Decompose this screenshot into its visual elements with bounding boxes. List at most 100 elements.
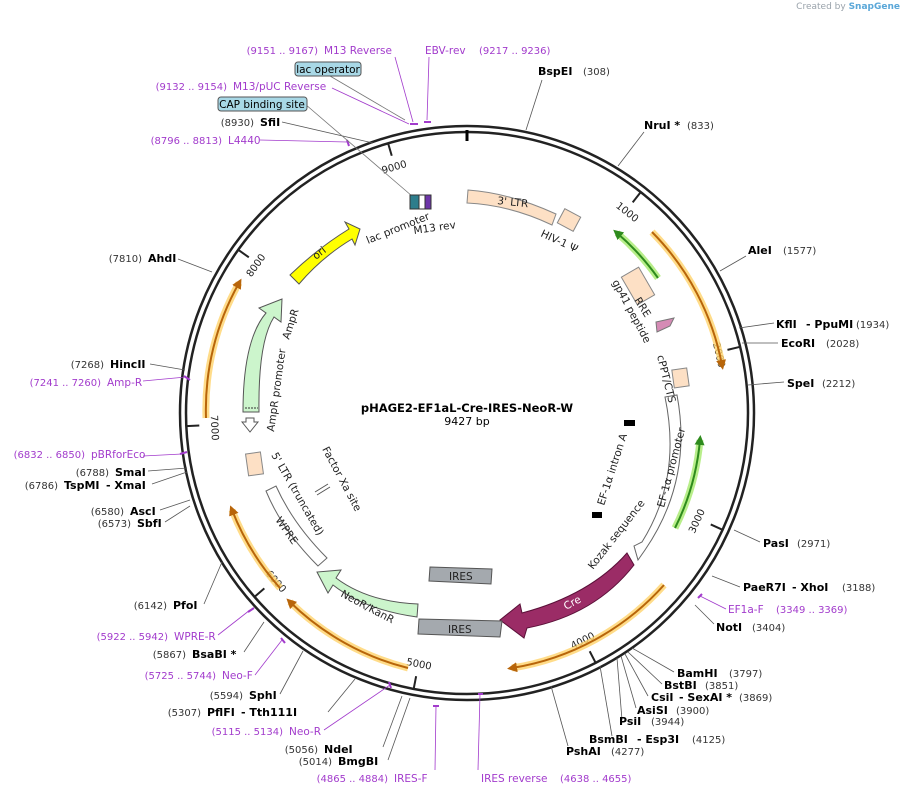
ltr5-shape <box>244 451 265 477</box>
leader-tspmi <box>151 471 188 485</box>
leader-smai <box>147 467 188 472</box>
cppt-shape <box>671 367 690 389</box>
ef1a-promoter-shape <box>633 394 682 562</box>
site-sphi-pos: (5594) <box>210 691 243 702</box>
green-arc-2 <box>674 435 705 529</box>
site-tth111i-name: - Tth111I <box>241 706 297 719</box>
primer-m13-reverse-pos: (9151 .. 9167) <box>247 46 319 57</box>
leader-pflfi <box>327 678 356 713</box>
inner-features <box>240 189 690 639</box>
site-bsabi-name: BsaBI * <box>192 648 237 661</box>
site-bsmbi: BsmBI- Esp3I(4125) <box>589 733 725 746</box>
orf-arc-5 <box>204 278 242 419</box>
tick-mark-6000 <box>253 587 265 598</box>
primer-neo-r: (5115 .. 5134)Neo-R <box>212 726 321 738</box>
snapgene-brand: Created by SnapGene <box>796 2 900 12</box>
site-spei-pos: (2212) <box>822 379 855 390</box>
plasmid-title: pHAGE2-EF1aL-Cre-IRES-NeoR-W <box>361 401 574 415</box>
label-hiv-psi: HIV-1 Ψ <box>539 228 580 256</box>
green-arc-1 <box>613 229 659 279</box>
orf-arc-1 <box>651 231 726 370</box>
green-arcs <box>613 229 705 530</box>
leader-sfii <box>281 121 374 144</box>
leader-spei <box>747 381 785 386</box>
cap-site-label: CAP binding site <box>219 99 305 111</box>
ampr-promoter-shape <box>240 417 260 433</box>
lac-block-teal <box>409 194 420 210</box>
site-kfli: KflI- PpuMI(1934) <box>776 318 889 331</box>
ori-shape <box>289 220 361 285</box>
site-tspmi-name: TspMI <box>64 479 100 492</box>
site-pasi-pos: (2971) <box>797 539 830 550</box>
site-sfii-name: SfiI <box>260 116 280 129</box>
site-pflfi: (5307)PflFI- Tth111I <box>168 706 297 719</box>
leader-ahdi <box>177 258 213 273</box>
tick-label-7000: 7000 <box>208 415 220 441</box>
site-esp3i-name: - Esp3I <box>637 733 679 746</box>
tick-mark-7000 <box>186 424 200 428</box>
leader-bstbi <box>627 651 663 685</box>
ires-shape-1 <box>428 566 493 585</box>
leader-l4440 <box>259 139 348 143</box>
primer-pbrforeco-name: pBRforEco <box>91 449 145 461</box>
ef1a-intron-marker-1 <box>624 420 635 426</box>
leader-sbfi <box>164 505 191 523</box>
site-ecori-pos: (2028) <box>826 339 859 350</box>
tick-label-9000: 9000 <box>381 159 409 177</box>
site-tspmi: (6786)TspMI- XmaI <box>25 479 146 492</box>
site-smai-pos: (6788) <box>76 468 109 479</box>
primer-mark-l4440 <box>346 139 350 147</box>
site-pshai-name: PshAI <box>566 745 601 758</box>
site-sfii-pos: (8930) <box>221 118 254 129</box>
leader-amp-r <box>142 376 187 382</box>
tick-mark-4000 <box>588 650 597 664</box>
site-nrui: NruI *(833) <box>644 119 714 132</box>
site-kfli-name: KflI <box>776 318 797 331</box>
primer-pbrforeco: (6832 .. 6850)pBRforEco <box>14 449 146 461</box>
site-asisi-pos: (3900) <box>676 706 709 717</box>
primer-neo-r-name: Neo-R <box>289 726 321 738</box>
leader-neo-f <box>254 639 283 676</box>
primer-mark-wpre-r <box>247 607 255 613</box>
site-ppumi-name: - PpuMI <box>806 318 853 331</box>
primer-neo-f-pos: (5725 .. 5744) <box>145 671 217 682</box>
hiv-psi-shape <box>556 208 582 232</box>
site-bmgbi: (5014)BmgBI <box>299 755 378 768</box>
lac-operator-label: lac operator <box>296 64 360 76</box>
backbone-outer-ring <box>178 124 756 702</box>
leader-m13puc <box>331 87 410 125</box>
site-pfoi-name: PfoI <box>173 599 198 612</box>
leader-kfli <box>738 322 775 329</box>
primer-m13puc-pos: (9132 .. 9154) <box>156 82 228 93</box>
orf-arc-3 <box>286 598 409 669</box>
tick-mark-1000 <box>631 191 642 203</box>
tick-mark-9000 <box>387 143 393 157</box>
site-bsmbi-name: BsmBI <box>589 733 628 746</box>
site-bstbi-name: BstBI <box>664 679 697 692</box>
site-alei-pos: (1577) <box>783 246 816 257</box>
site-paer7i: PaeR7I- XhoI(3188) <box>743 581 875 594</box>
leader-hincii <box>149 363 186 371</box>
primer-ires-reverse-name: IRES reverse <box>481 773 548 785</box>
site-alei-name: AleI <box>748 244 772 257</box>
leader-bmgbi <box>387 697 411 761</box>
site-bspei-pos: (308) <box>583 67 610 78</box>
site-smai: (6788)SmaI <box>76 466 146 479</box>
leader-paer7i <box>711 575 741 588</box>
wpre-shape <box>265 485 328 567</box>
site-sbfi-pos: (6573) <box>98 519 131 530</box>
site-hincii: (7268)HincII <box>71 358 146 371</box>
primer-ebv-rev: EBV-rev(9217 .. 9236) <box>425 45 551 57</box>
leader-noti <box>694 604 715 625</box>
primer-neo-f: (5725 .. 5744)Neo-F <box>145 670 253 682</box>
leader-bsmbi <box>599 665 613 737</box>
primer-amp-r-name: Amp-R <box>107 377 142 389</box>
leader-ef1a-f <box>699 595 727 610</box>
primer-ef1a-f-name: EF1a-F <box>728 604 764 616</box>
site-spei: SpeI(2212) <box>787 377 855 390</box>
plasmid-length: 9427 bp <box>444 415 489 428</box>
site-bstbi: BstBI(3851) <box>664 679 738 692</box>
site-noti-name: NotI <box>716 621 742 634</box>
leader-pasi <box>733 529 761 543</box>
leader-ndei <box>382 695 403 748</box>
